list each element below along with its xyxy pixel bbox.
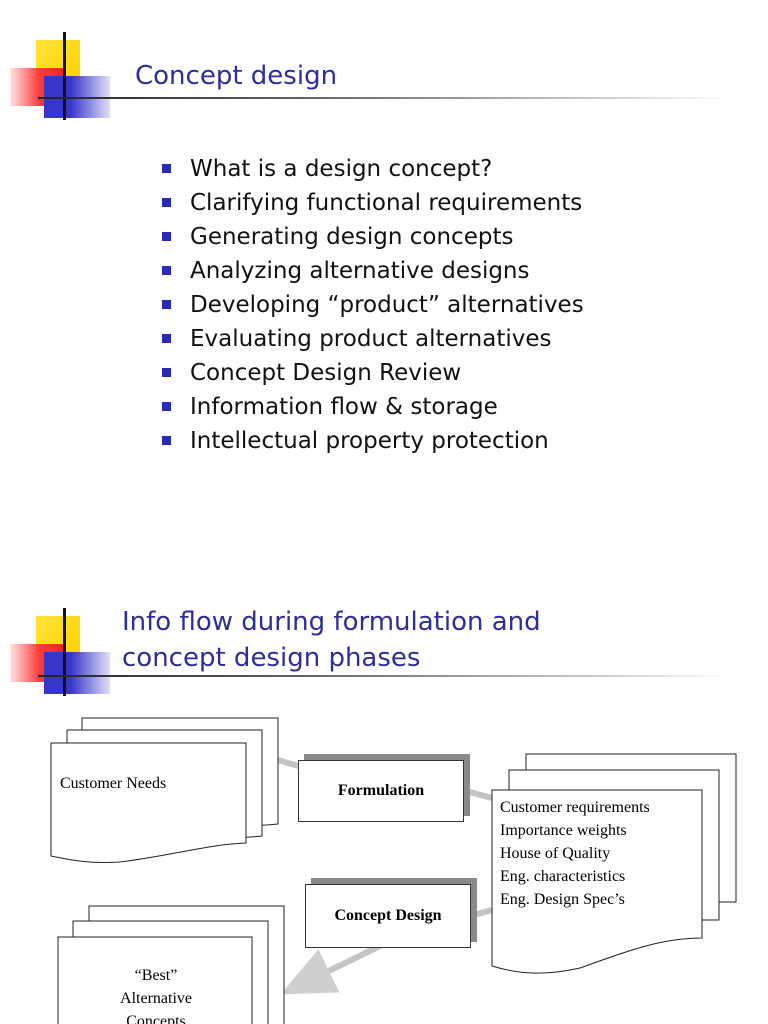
requirements-document-stack [491,753,737,974]
formulation-box: Formulation [298,760,464,822]
arrow-formulation-to-requirements [461,787,493,801]
square-bullet-icon [162,232,171,241]
list-item: Analyzing alternative designs [160,254,584,288]
flow-arrows [277,757,493,995]
arrow-needs-to-formulation [277,757,299,769]
list-item: Evaluating product alternatives [160,322,584,356]
output-item: House of Quality [500,845,611,862]
best-alternatives-document-stack [57,905,285,1024]
square-bullet-icon [162,266,171,275]
square-bullet-icon [162,368,171,377]
title-underline [38,675,728,677]
customer-needs-label: Customer Needs [60,775,167,792]
output-item: Customer requirements [500,799,650,816]
list-item: Developing “product” alternatives [160,288,584,322]
square-bullet-icon [162,164,171,173]
list-item: Generating design concepts [160,220,584,254]
requirements-list: Customer requirements Importance weights… [500,796,650,911]
output-item: Eng. characteristics [500,868,626,885]
list-item: Clarifying functional requirements [160,186,584,220]
concept-design-box: Concept Design [305,884,471,948]
list-item: Concept Design Review [160,356,584,390]
page-title-line-2: concept design phases [122,643,421,673]
arrow-concept-to-best [280,943,382,995]
slide-logo [8,608,118,708]
slide-logo [8,32,118,132]
square-bullet-icon [162,402,171,411]
page-title: Concept design [135,61,338,91]
output-item: Importance weights [500,822,627,839]
slide-info-flow: Info flow during formulation and concept… [0,580,768,1024]
customer-needs-document-stack [50,717,279,864]
output-item: Eng. Design Spec’s [500,891,625,908]
list-item: Intellectual property protection [160,424,584,458]
arrow-requirements-to-concept [469,907,493,919]
list-item: What is a design concept? [160,152,584,186]
slide-concept-design: Concept design What is a design concept?… [8,32,728,458]
square-bullet-icon [162,300,171,309]
square-bullet-icon [162,334,171,343]
square-bullet-icon [162,436,171,445]
best-alternatives-label: “Best” Alternative Concepts [120,967,192,1024]
list-item: Information flow & storage [160,390,584,424]
title-underline [38,97,728,99]
square-bullet-icon [162,198,171,207]
bullet-list: What is a design concept? Clarifying fun… [160,152,584,458]
page-title-line-1: Info flow during formulation and [122,607,541,637]
